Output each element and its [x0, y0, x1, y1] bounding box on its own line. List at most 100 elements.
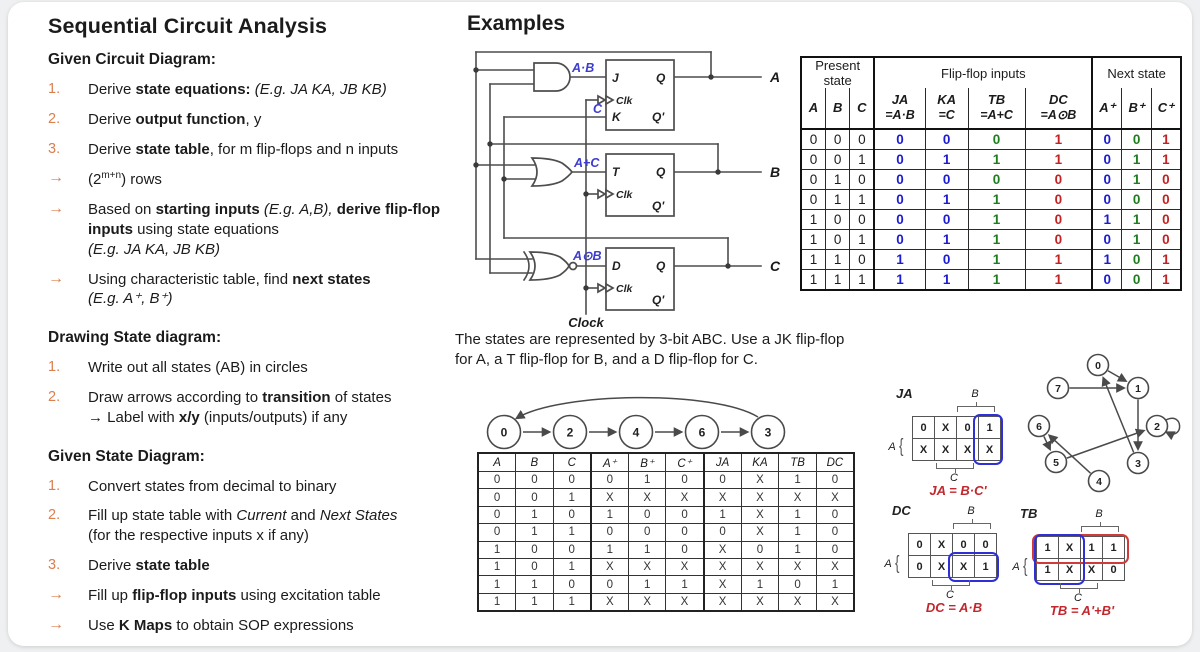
kmap-cell: X — [1059, 559, 1081, 581]
state-node-label: 0 — [501, 426, 508, 440]
kmap-cell: X — [913, 439, 935, 461]
state-node — [1087, 469, 1111, 493]
ff2-q-label: Q — [656, 165, 666, 179]
table-cell: 0 — [778, 575, 817, 594]
table-cell: 0 — [1150, 209, 1182, 230]
table-cell: X — [665, 488, 705, 507]
table-cell: 0 — [515, 540, 554, 559]
table-cell: 0 — [925, 169, 969, 190]
state-node-label: 7 — [1055, 383, 1061, 395]
list-marker: 3. — [48, 140, 61, 157]
table-cell: X — [815, 592, 855, 612]
table-cell: 1 — [1024, 128, 1093, 150]
state-node-label: 0 — [1095, 360, 1101, 372]
table-cell: 1 — [824, 189, 851, 210]
table-cell: 0 — [702, 523, 742, 542]
kmap-name: DC — [892, 503, 911, 518]
table-cell: X — [627, 488, 667, 507]
table-cell: 1 — [589, 505, 629, 525]
table-cell: 0 — [800, 189, 826, 210]
table-cell: 0 — [824, 149, 851, 170]
kmap-formula: DC = A·B — [925, 600, 983, 615]
kmap-cell: X — [935, 439, 957, 461]
table-cell: 0 — [849, 169, 875, 190]
table-column-header: C — [849, 88, 875, 130]
table-cell: 0 — [815, 470, 855, 490]
table-cell: 1 — [778, 470, 817, 490]
table-cell: 0 — [515, 470, 554, 490]
list-item: 1. Write out all states (AB) in circles — [48, 358, 448, 378]
table-cell: 0 — [800, 169, 826, 190]
state-node — [684, 414, 720, 450]
table-cell: 1 — [1150, 128, 1182, 150]
table-cell: 0 — [665, 505, 705, 525]
table-column-header: A⁺ — [589, 452, 629, 472]
table-cell: X — [702, 575, 742, 594]
table-cell: 0 — [1024, 209, 1093, 230]
table-cell: 1 — [477, 540, 517, 559]
ff1-clk-label: Clk — [616, 95, 634, 107]
xnor-output-label: A⊙B — [572, 249, 602, 263]
state-node-label: 4 — [633, 426, 640, 440]
list-item: 3. Derive state table, for m flip-flops a… — [48, 140, 448, 160]
table-cell: 1 — [1150, 269, 1182, 291]
kmap-c-bracket — [932, 580, 970, 590]
table-cell: 0 — [1091, 269, 1123, 291]
list-item: 2.Derive output function, y — [48, 110, 448, 130]
list-item-text: Based on starting inputs (E.g. A,B), der… — [88, 201, 441, 258]
list-marker: 2. — [48, 507, 61, 524]
list-marker: 1. — [48, 359, 61, 376]
table-cell: 1 — [627, 575, 667, 594]
table-column-header: B⁺ — [1121, 88, 1152, 130]
table-cell: 0 — [589, 523, 629, 542]
state-node — [1145, 414, 1169, 438]
table-column-header: KA — [740, 452, 780, 472]
state-node — [1126, 376, 1150, 400]
list-item-text: Derive output function, y — [88, 110, 262, 128]
self-loop-arrow — [1164, 417, 1181, 441]
note-text: The states are represented by 3-bit ABC.… — [455, 331, 845, 369]
kmap-cell: X — [931, 534, 953, 556]
table-cell: 1 — [702, 505, 742, 525]
list-item-text: Draw arrows according to transition of s… — [88, 388, 392, 426]
kmap-a-label: A — [888, 441, 896, 453]
or-gate — [530, 157, 574, 187]
table-cell: X — [740, 505, 780, 525]
table-cell: 1 — [873, 269, 926, 291]
kmap-cell: X — [953, 556, 975, 578]
list-item: →Based on starting inputs (E.g. A,B), de… — [48, 200, 448, 259]
table-cell: 0 — [1150, 169, 1182, 190]
table-cell: 0 — [477, 523, 517, 542]
transition-arrow — [1042, 436, 1052, 452]
kmap-cell: 0 — [909, 556, 931, 578]
table-cell: 1 — [967, 249, 1026, 270]
table-cell: 0 — [552, 540, 592, 559]
table-cell: 1 — [824, 169, 851, 190]
output-c-label: C — [770, 258, 781, 274]
kmap-a-brace: { — [898, 436, 904, 457]
table-cell: 1 — [515, 575, 554, 594]
list-item-text: Derive state table — [88, 556, 210, 574]
table-cell: 0 — [515, 557, 554, 577]
table-cell: 1 — [627, 540, 667, 559]
table-cell: X — [778, 592, 817, 612]
table-cell: 0 — [815, 540, 855, 559]
table-cell: 1 — [778, 540, 817, 559]
list-item-text: Write out all states (AB) in circles — [88, 359, 308, 377]
table-cell: 1 — [1150, 249, 1182, 270]
list-item-text: Derive state table, for m flip-flops and… — [88, 140, 399, 158]
table-cell: X — [589, 488, 629, 507]
table-cell: X — [740, 592, 780, 612]
table-cell: X — [665, 557, 705, 577]
table-cell: 0 — [477, 470, 517, 490]
state-node — [750, 414, 786, 450]
kmap-c-bracket — [936, 463, 974, 473]
